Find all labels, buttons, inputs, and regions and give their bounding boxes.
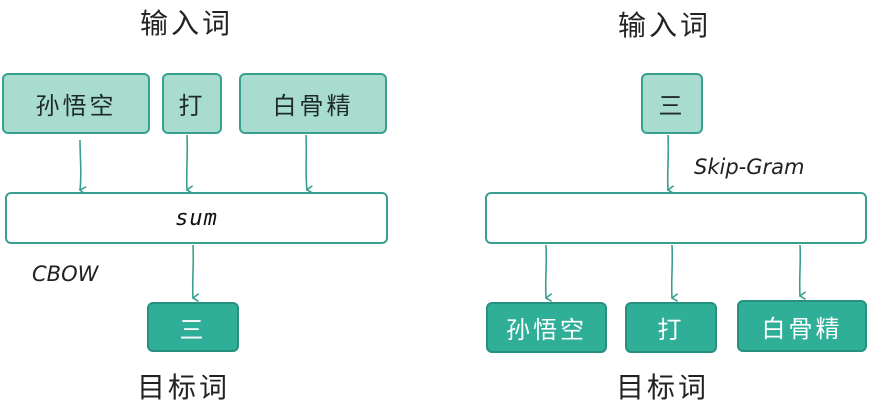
cbow-label: CBOW bbox=[32, 262, 99, 286]
arrow-right-input bbox=[668, 134, 669, 190]
left-input-word-2: 打 bbox=[162, 73, 222, 134]
right-output-word-3-label: 白骨精 bbox=[761, 314, 843, 343]
left-input-word-3: 白骨精 bbox=[239, 73, 387, 134]
arrow-left-input-3 bbox=[305, 134, 307, 190]
right-output-heading: 目标词 bbox=[616, 371, 710, 404]
left-output-word-label: 三 bbox=[179, 315, 207, 344]
left-input-word-1-label: 孙悟空 bbox=[35, 92, 117, 120]
skip-gram-label: Skip-Gram bbox=[694, 155, 805, 179]
left-input-heading: 输入词 bbox=[140, 7, 234, 40]
right-input-word-label: 三 bbox=[658, 92, 686, 120]
arrow-left-input-1 bbox=[80, 139, 81, 190]
right-hidden-layer bbox=[485, 192, 867, 244]
left-hidden-layer: sum bbox=[5, 192, 388, 244]
right-output-word-1-label: 孙悟空 bbox=[506, 316, 587, 344]
arrow-left-input-2 bbox=[187, 134, 188, 190]
left-output-word: 三 bbox=[147, 302, 239, 352]
right-output-word-2: 打 bbox=[625, 302, 717, 353]
arrow-left-output bbox=[193, 244, 194, 298]
left-input-word-2-label: 打 bbox=[178, 92, 206, 120]
right-input-word: 三 bbox=[641, 73, 703, 134]
left-output-heading: 目标词 bbox=[137, 371, 231, 404]
right-output-word-2-label: 打 bbox=[657, 316, 685, 344]
arrow-right-output-1 bbox=[546, 244, 547, 298]
left-hidden-label: sum bbox=[175, 205, 218, 231]
left-input-word-1: 孙悟空 bbox=[2, 73, 150, 134]
left-input-word-3-label: 白骨精 bbox=[272, 92, 354, 120]
right-input-heading: 输入词 bbox=[618, 9, 712, 42]
arrow-right-output-3 bbox=[800, 244, 801, 296]
arrow-right-output-2 bbox=[672, 244, 673, 298]
right-output-word-3: 白骨精 bbox=[737, 300, 867, 352]
right-output-word-1: 孙悟空 bbox=[486, 302, 607, 353]
